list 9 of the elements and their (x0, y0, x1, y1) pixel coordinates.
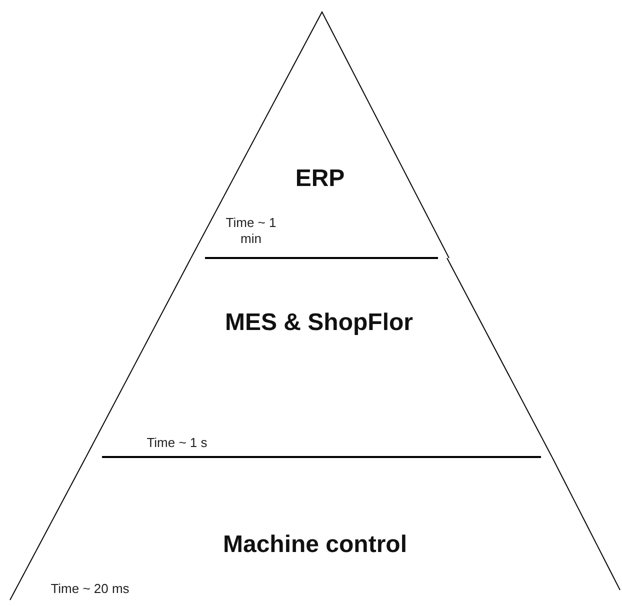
time-label: Time ~ 1 min (224, 215, 278, 247)
tier-label: ERP (294, 164, 346, 194)
tier-label: MES & ShopFlor (224, 308, 414, 338)
pyramid-tier (10, 457, 622, 600)
time-label: Time ~ 1 s (146, 435, 208, 451)
pyramid-tier (86, 258, 552, 457)
tier-label: Machine control (222, 530, 408, 560)
time-label: Time ~ 20 ms (50, 581, 130, 597)
pyramid-tier (191, 12, 449, 258)
